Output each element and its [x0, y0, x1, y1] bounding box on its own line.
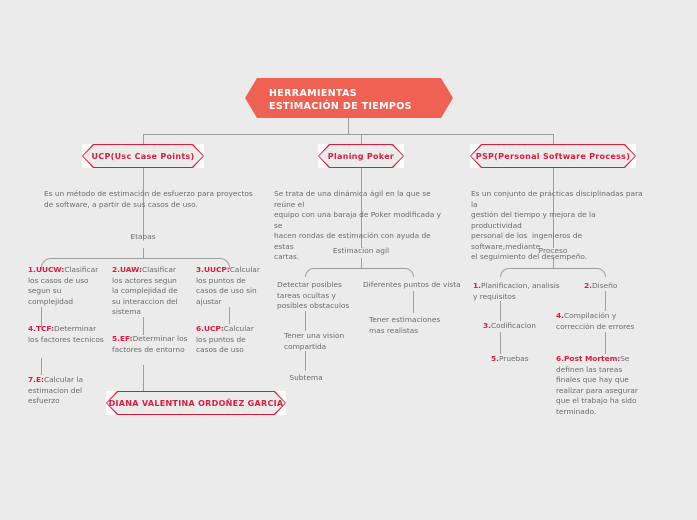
psp-step-1: 1.Planificacion, analisis y requisitos: [473, 281, 561, 302]
ucp-step-7-num: 7.E:: [28, 375, 44, 384]
branch-node-planing-poker[interactable]: Planing Poker: [318, 144, 404, 168]
psp-step-5-text: Pruebas: [498, 354, 529, 363]
ucp-step-5-text: Determinar los factores de entorno: [112, 334, 188, 354]
ucp-step-2-text: Clasificar los actores segun la compleji…: [112, 265, 178, 316]
ucp-step-6-text: Calcular los puntos de casos de uso: [196, 324, 254, 354]
hex-fill: [83, 145, 203, 167]
connector-branch-drop-poker: [361, 134, 362, 144]
psp-step-5: 5.Pruebas: [491, 354, 557, 365]
ucp-step-1-text: Clasificar los casos de uso segun su com…: [28, 265, 99, 306]
author-node[interactable]: DIANA VALENTINA ORDOÑEZ GARCIA: [106, 391, 286, 415]
ucp-step-3-num: 3.UUCP:: [196, 265, 230, 274]
psp-step-4-text: Compilación y corrección de errores: [556, 311, 635, 331]
connector-ucp-author: [143, 365, 144, 391]
ucp-step-1: 1.UUCW:Clasificar los casos de uso segun…: [28, 265, 102, 307]
branch-description-ucp: Es un método de estimación de esfuerzo p…: [44, 189, 253, 209]
connector-psp-label-stem: [553, 258, 554, 268]
psp-step-2-num: 2.: [584, 281, 592, 290]
branch-description-psp: Es un conjunto de prácticas disciplinada…: [471, 189, 643, 261]
branch-node-psp[interactable]: PSP(Personal Software Process): [470, 144, 636, 168]
connector-poker-spine: [361, 168, 362, 248]
root-node[interactable]: HERRAMIENTAS ESTIMACIÓN DE TIEMPOS: [245, 78, 453, 118]
connector-branch-drop-psp: [553, 134, 554, 144]
psp-step-3: 3.Codificacion: [483, 321, 555, 332]
ucp-step-3-text: Calcular los puntos de casos de uso sin …: [196, 265, 260, 306]
ucp-step-1-num: 1.UUCW:: [28, 265, 65, 274]
ucp-step-5-num: 5.EF:: [112, 334, 133, 343]
psp-step-2-text: Diseño: [591, 281, 618, 290]
connector-ucp-3-6: [229, 307, 230, 324]
psp-step-1-num: 1.: [473, 281, 481, 290]
psp-step-3-text: Codificacion: [490, 321, 536, 330]
hex-fill: [319, 145, 403, 167]
connector-root-stem: [348, 118, 349, 134]
connector-psp-4-6: [605, 332, 606, 354]
connector-ucp-corner-left: [41, 258, 144, 269]
hex-fill: [471, 145, 635, 167]
psp-step-6: 6.Post Mortem:Se definen las tareas fina…: [556, 354, 648, 417]
connector-poker-item2: [413, 291, 414, 313]
connector-psp-1-3: [500, 301, 501, 321]
poker-item-4: Tener una vision compartida: [284, 331, 345, 351]
ucp-step-6-num: 6.UCP:: [196, 324, 224, 333]
poker-item-1: Detectar posibles tareas ocultas y posib…: [277, 280, 350, 310]
ucp-step-2: 2.UAW:Clasificar los actores segun la co…: [112, 265, 184, 318]
connector-psp-corner-right: [553, 268, 606, 277]
psp-step-5-num: 5.: [491, 354, 499, 363]
group-label-etapas: Etapas: [130, 232, 156, 241]
hex-fill: [107, 392, 285, 414]
ucp-step-4: 4.TCF:Determinar los factores tecnicos: [28, 324, 106, 345]
psp-step-4-num: 4.: [556, 311, 564, 320]
connector-ucp-2-5: [143, 317, 144, 335]
poker-item-3: Tener estimaciones mas realistas: [369, 315, 441, 335]
group-label-proceso: Proceso: [538, 246, 568, 255]
poker-item-2: Diferentes puntos de vista: [363, 280, 461, 289]
ucp-step-5: 5.EF:Determinar los factores de entorno: [112, 334, 190, 355]
connector-ucp-etapas-stem: [143, 248, 144, 258]
ucp-step-4-num: 4.TCF:: [28, 324, 55, 333]
connector-poker-item1: [305, 311, 306, 331]
ucp-step-6: 6.UCP:Calcular los puntos de casos de us…: [196, 324, 266, 356]
ucp-step-2-num: 2.UAW:: [112, 265, 142, 274]
psp-step-6-num: 6.Post Mortem:: [556, 354, 621, 363]
ucp-step-3: 3.UUCP:Calcular los puntos de casos de u…: [196, 265, 266, 307]
branch-node-ucp[interactable]: UCP(Usc Case Points): [82, 144, 204, 168]
connector-psp-3-5: [500, 332, 501, 354]
connector-poker-label-stem: [361, 258, 362, 268]
psp-step-1-text: Planificacion, analisis y requisitos: [473, 281, 560, 301]
connector-poker-corner-left: [305, 268, 362, 277]
connector-psp-2-4: [605, 291, 606, 311]
ucp-step-7-text: Calcular la estimacion del esfuerzo: [28, 375, 84, 405]
connector-branch-drop-ucp: [143, 134, 144, 144]
ucp-step-7: 7.E:Calcular la estimacion del esfuerzo: [28, 375, 106, 407]
connector-psp-spine: [553, 168, 554, 248]
connector-ucp-spine: [143, 168, 144, 238]
group-label-estimacion-agil: Estimacion agil: [332, 246, 390, 255]
branch-description-planing-poker: Se trata de una dinámica ágil en la que …: [274, 189, 442, 261]
psp-step-4: 4.Compilación y corrección de errores: [556, 311, 648, 332]
psp-step-6-text: Se definen las tareas finales que hay qu…: [556, 354, 638, 416]
connector-ucp-1-4: [41, 307, 42, 327]
root-title: HERRAMIENTAS ESTIMACIÓN DE TIEMPOS: [269, 88, 412, 112]
connector-psp-corner-left: [500, 268, 554, 277]
connector-ucp-4-7: [41, 358, 42, 375]
connector-root-bus: [143, 134, 553, 135]
connector-poker-item4: [305, 351, 306, 371]
connector-poker-corner-right: [361, 268, 414, 277]
ucp-step-4-text: Determinar los factores tecnicos: [28, 324, 104, 344]
psp-step-2: 2.Diseño: [584, 281, 654, 292]
author-name: DIANA VALENTINA ORDOÑEZ GARCIA: [108, 398, 284, 408]
branch-title-ucp: UCP(Usc Case Points): [91, 151, 195, 161]
branch-title-planing-poker: Planing Poker: [327, 151, 395, 161]
poker-item-5: Subtema: [289, 373, 323, 382]
psp-step-3-num: 3.: [483, 321, 491, 330]
branch-title-psp: PSP(Personal Software Process): [475, 151, 631, 161]
